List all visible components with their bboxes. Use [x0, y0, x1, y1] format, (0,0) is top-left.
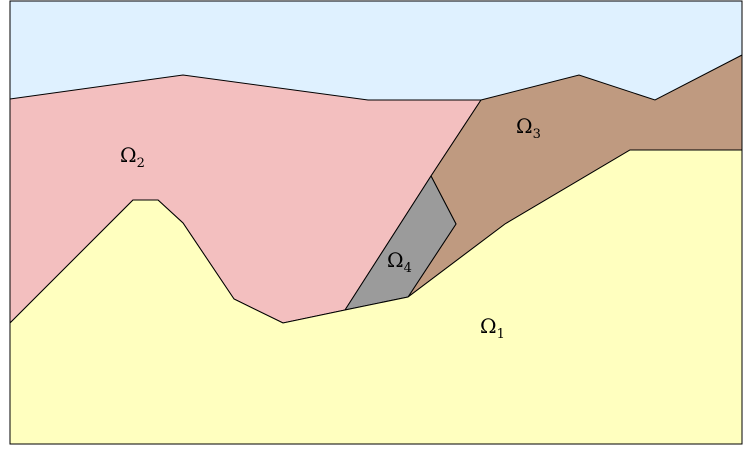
omega-2-index: 2 — [137, 156, 145, 171]
omega-1-symbol: Ω — [480, 314, 497, 338]
omega-4-index: 4 — [404, 261, 412, 276]
omega-3-symbol: Ω — [516, 114, 533, 138]
omega-1-index: 1 — [497, 327, 505, 342]
diagram-frame — [9, 0, 743, 445]
omega-4-symbol: Ω — [387, 248, 404, 272]
omega-3-label: Ω3 — [516, 114, 541, 142]
omega-1-label: Ω1 — [480, 314, 505, 342]
omega-3-index: 3 — [533, 127, 541, 142]
omega-2-symbol: Ω — [120, 143, 137, 167]
omega-4-label: Ω4 — [387, 248, 412, 276]
omega-2-label: Ω2 — [120, 143, 145, 171]
